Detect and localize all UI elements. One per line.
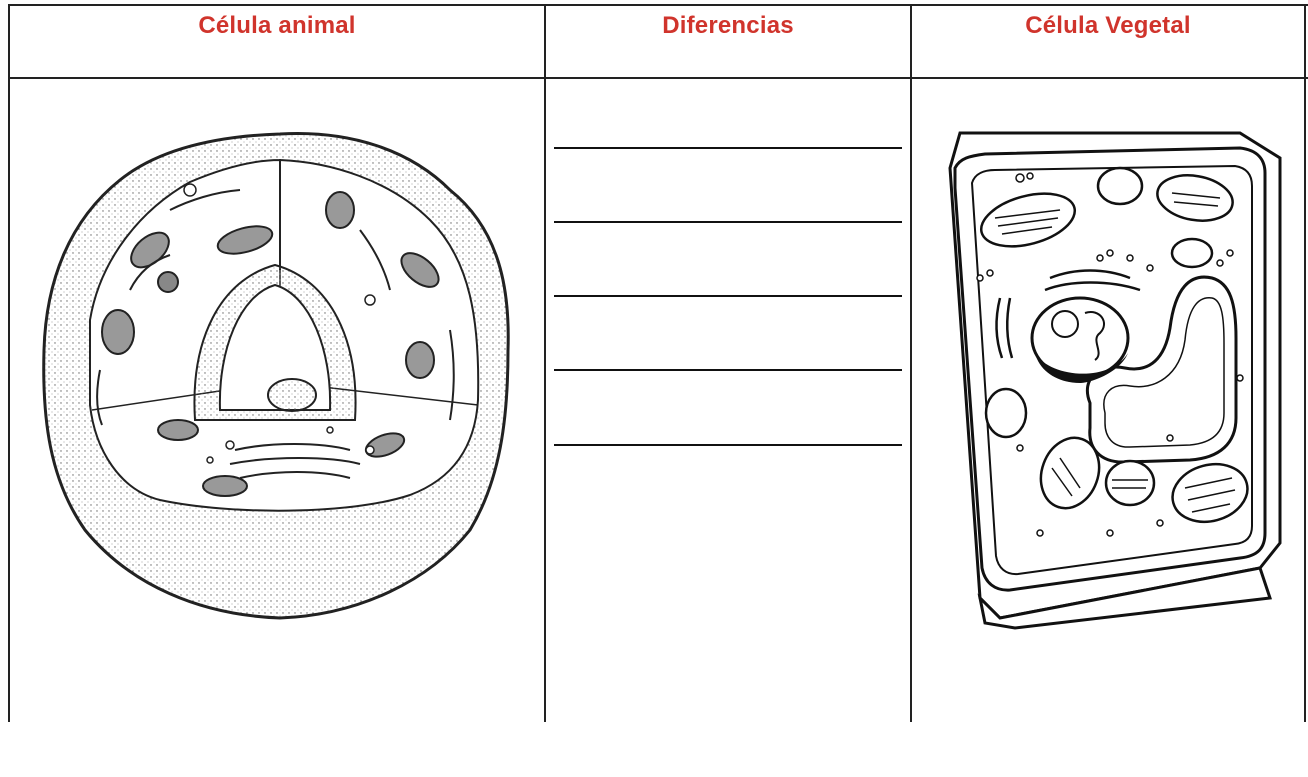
plant-cell-drawing-icon [940,128,1290,633]
table-left-border [8,4,10,722]
header-differences: Diferencias [546,4,910,76]
header-plant-cell: Célula Vegetal [912,4,1304,76]
animal-cell-drawing-icon [30,120,530,640]
answer-line-3[interactable] [554,295,902,297]
answer-line-2[interactable] [554,221,902,223]
answer-line-5[interactable] [554,444,902,446]
table-right-border [1304,4,1306,722]
column-divider-1 [544,4,546,722]
header-bottom-border [8,77,1308,79]
header-animal-cell: Célula animal [10,4,544,76]
answer-line-4[interactable] [554,369,902,371]
answer-line-1[interactable] [554,147,902,149]
column-divider-2 [910,4,912,722]
